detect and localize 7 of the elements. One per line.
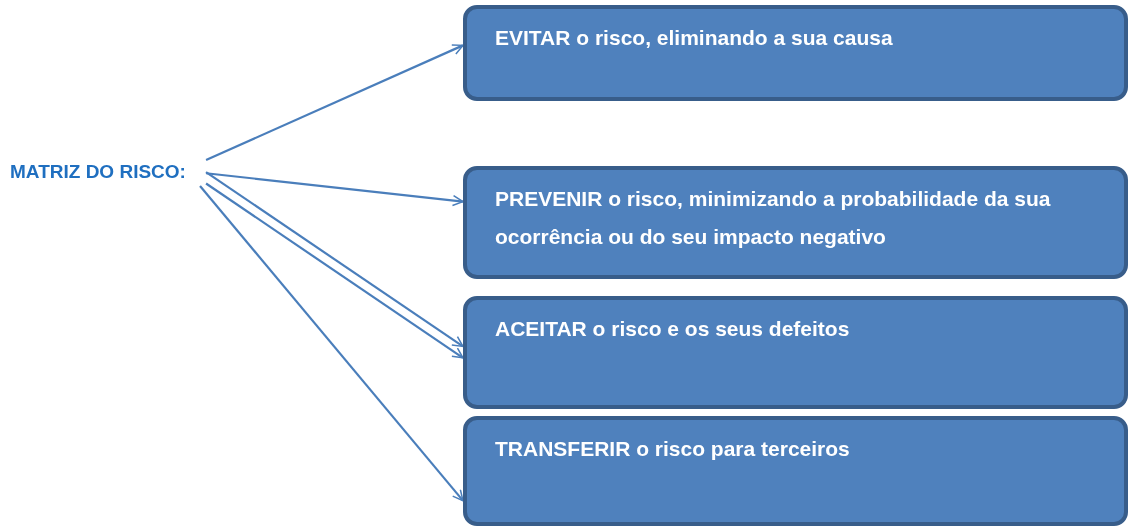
arrow <box>199 185 464 502</box>
option-box: ACEITAR o risco e os seus defeitos <box>463 296 1128 409</box>
option-box: EVITAR o risco, eliminando a sua causa <box>463 5 1128 101</box>
option-box: TRANSFERIR o risco para terceiros <box>463 416 1128 526</box>
heading-text: MATRIZ DO RISCO: <box>10 158 206 186</box>
arrow <box>205 44 464 162</box>
option-box: PREVENIR o risco, minimizando a probabilidade da sua ocorrência ou do seu impacto negativo <box>463 166 1128 279</box>
